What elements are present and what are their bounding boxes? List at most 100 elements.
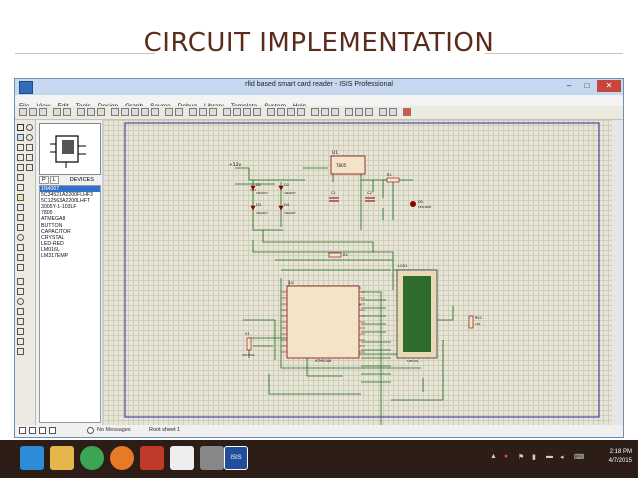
diode-d1[interactable]: [250, 185, 256, 191]
device-list[interactable]: 1N4007 5C34521A2200FLHF3 5C12563A2200LHF…: [39, 185, 101, 423]
vertical-scrollbar[interactable]: [612, 120, 623, 426]
packaging-icon[interactable]: [287, 108, 295, 116]
device-item[interactable]: LM016L: [41, 246, 60, 253]
bus-icon[interactable]: [17, 174, 24, 181]
electrical-rules-icon[interactable]: [389, 108, 397, 116]
generator-icon[interactable]: [17, 234, 24, 241]
app-icon[interactable]: [200, 446, 224, 470]
path-2d-icon[interactable]: [17, 318, 24, 325]
device-item[interactable]: CRYSTAL: [41, 234, 65, 241]
symbol-2d-icon[interactable]: [17, 338, 24, 345]
netlist-to-ares-icon[interactable]: [403, 108, 411, 116]
new-icon[interactable]: [19, 108, 27, 116]
crystal-x1[interactable]: [246, 337, 252, 351]
zoom-area-icon[interactable]: [151, 108, 159, 116]
cut-icon[interactable]: [189, 108, 197, 116]
junction-dot-icon[interactable]: [17, 144, 24, 151]
chrome-icon[interactable]: [80, 446, 104, 470]
text-script-icon[interactable]: [17, 164, 24, 171]
schematic-canvas[interactable]: U1 7805 +12v D1 1N4007 D2 1N4007 D3 1N40…: [103, 120, 613, 426]
device-item[interactable]: ATMEGA8: [41, 216, 66, 223]
tray-network-icon[interactable]: ▮: [532, 454, 536, 461]
device-pin-icon[interactable]: [17, 204, 24, 211]
firefox-icon[interactable]: [110, 446, 134, 470]
isis-app-icon[interactable]: [19, 81, 33, 94]
paste-icon[interactable]: [209, 108, 217, 116]
subcircuit-icon[interactable]: [17, 184, 24, 191]
remove-sheet-icon[interactable]: [355, 108, 363, 116]
tray-app-icon[interactable]: ●: [504, 453, 509, 460]
print-icon[interactable]: [53, 108, 61, 116]
circle-2d-icon[interactable]: [17, 298, 24, 305]
pick-device-icon[interactable]: [267, 108, 275, 116]
make-device-icon[interactable]: [277, 108, 285, 116]
voltage-probe-icon[interactable]: [17, 244, 24, 251]
arc-2d-icon[interactable]: [17, 308, 24, 315]
minimize-button[interactable]: –: [566, 81, 572, 90]
block-copy-icon[interactable]: [223, 108, 231, 116]
file-explorer-icon[interactable]: [50, 446, 74, 470]
area-icon[interactable]: [63, 108, 71, 116]
powerpoint-icon[interactable]: [140, 446, 164, 470]
library-tab[interactable]: L: [49, 176, 59, 184]
zoom-all-icon[interactable]: [141, 108, 149, 116]
search-tag-icon[interactable]: [321, 108, 329, 116]
virtual-instrument-icon[interactable]: [17, 264, 24, 271]
mirror-horizontal-icon[interactable]: [26, 154, 33, 161]
device-item[interactable]: 3005Y-1-103LF: [41, 204, 77, 211]
pause-button[interactable]: [39, 427, 46, 434]
device-item[interactable]: CAPACITOR: [41, 228, 71, 235]
selection-mode-icon[interactable]: [17, 124, 24, 131]
zoom-in-icon[interactable]: [121, 108, 129, 116]
grid-icon[interactable]: [87, 108, 95, 116]
terminal-icon[interactable]: [17, 194, 24, 201]
device-item[interactable]: BUTTON: [41, 222, 63, 229]
u2-microcontroller[interactable]: [286, 285, 360, 359]
mirror-vertical-icon[interactable]: [26, 164, 33, 171]
device-item[interactable]: 1N4007: [40, 186, 100, 193]
play-button[interactable]: [19, 427, 26, 434]
diode-bridge[interactable]: [250, 185, 284, 211]
device-item[interactable]: LED-RED: [41, 240, 64, 247]
tape-recorder-icon[interactable]: [17, 224, 24, 231]
clock[interactable]: 2:18 PM 4/7/2015: [609, 448, 632, 466]
text-2d-icon[interactable]: [17, 328, 24, 335]
tray-arrow-icon[interactable]: ▲: [490, 453, 497, 460]
zoom-out-icon[interactable]: [131, 108, 139, 116]
block-move-icon[interactable]: [233, 108, 241, 116]
close-button[interactable]: ✕: [597, 80, 621, 92]
tray-keyboard-icon[interactable]: ⌨: [574, 454, 585, 461]
property-tool-icon[interactable]: [331, 108, 339, 116]
led-d5[interactable]: [410, 201, 416, 207]
u1-regulator[interactable]: [330, 155, 366, 175]
capacitor-c1[interactable]: [329, 197, 339, 202]
device-item[interactable]: 7805: [41, 210, 53, 217]
pan-icon[interactable]: [111, 108, 119, 116]
rotation-value-box[interactable]: [26, 144, 33, 151]
bill-of-materials-icon[interactable]: [379, 108, 387, 116]
tray-battery-icon[interactable]: ▬: [546, 453, 553, 460]
diode-d4[interactable]: [278, 205, 284, 211]
wire-autorouter-icon[interactable]: [311, 108, 319, 116]
resistor-r1[interactable]: [386, 177, 400, 183]
redo-icon[interactable]: [175, 108, 183, 116]
resistor-r2[interactable]: [328, 252, 342, 258]
origin-icon[interactable]: [97, 108, 105, 116]
new-sheet-icon[interactable]: [345, 108, 353, 116]
rotate-cw-icon[interactable]: [26, 124, 33, 131]
message-status[interactable]: No Messages: [97, 427, 131, 433]
redraw-icon[interactable]: [77, 108, 85, 116]
diode-d2[interactable]: [278, 185, 284, 191]
document-icon[interactable]: [170, 446, 194, 470]
graph-icon[interactable]: [17, 214, 24, 221]
exit-to-parent-icon[interactable]: [365, 108, 373, 116]
open-icon[interactable]: [29, 108, 37, 116]
internet-explorer-icon[interactable]: [20, 446, 44, 470]
marker-2d-icon[interactable]: [17, 348, 24, 355]
block-delete-icon[interactable]: [253, 108, 261, 116]
maximize-button[interactable]: □: [584, 81, 590, 90]
wire-label-icon[interactable]: [17, 154, 24, 161]
diode-d3[interactable]: [250, 205, 256, 211]
pick-devices-tab[interactable]: P: [39, 176, 49, 184]
device-item[interactable]: 5C12563A2200LHFT: [41, 198, 91, 205]
